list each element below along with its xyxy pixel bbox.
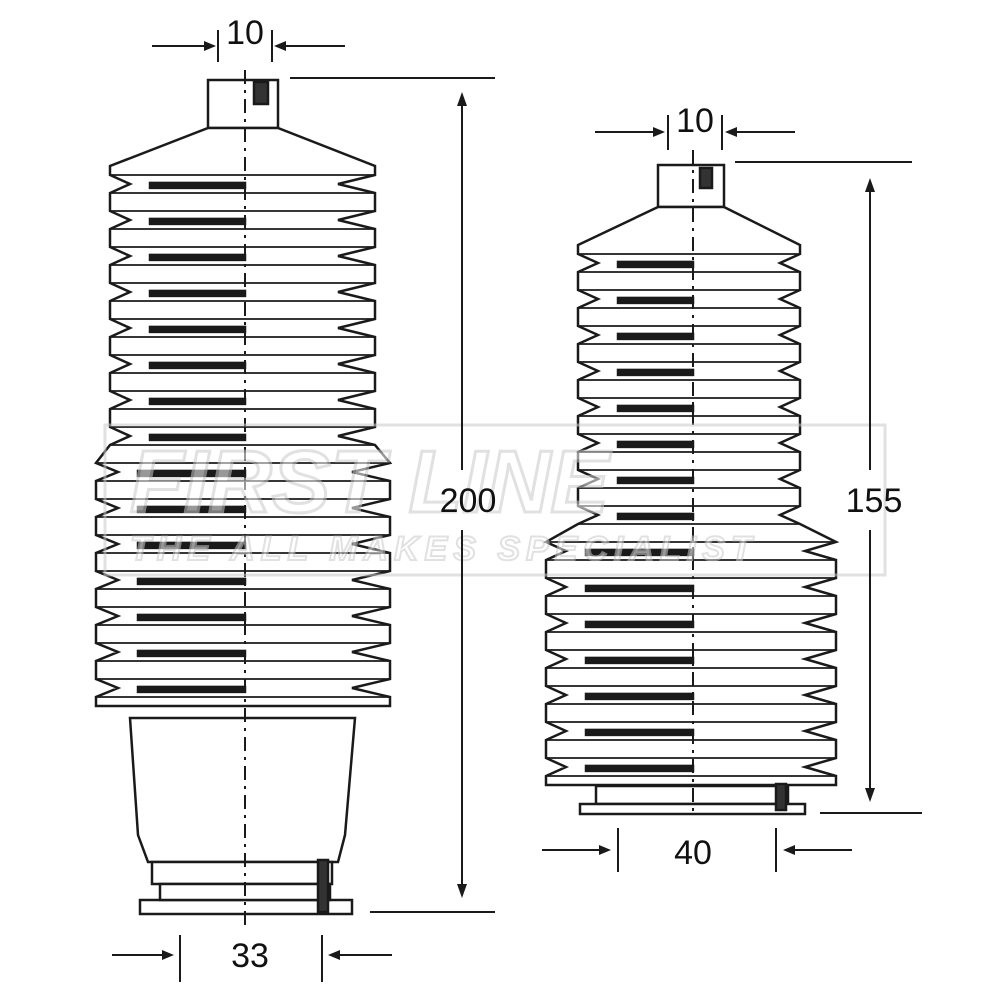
left-boot-sleeve-ring — [150, 860, 334, 886]
rightBellows-fold-lines — [546, 253, 836, 777]
left-top-width-dimension — [152, 30, 345, 62]
left-bottom-width-label: 33 — [231, 937, 269, 975]
right-boot-base-shade — [774, 782, 788, 812]
right-height-dimension — [735, 161, 922, 814]
right-height-label: 155 — [846, 482, 903, 520]
left-top-width-label: 10 — [226, 14, 264, 52]
left-boot-sleeve — [128, 716, 357, 864]
left-height-label: 200 — [440, 482, 497, 520]
left-boot-collar-shade — [252, 80, 270, 106]
right-boot-collar-shade — [698, 166, 714, 190]
right-bottom-width-dimension — [542, 828, 852, 872]
left-bottom-width-dimension — [112, 935, 392, 982]
watermark-tagline: THE ALL MAKES SPECIALIST — [130, 530, 758, 568]
right-top-width-dimension — [595, 115, 795, 150]
right-top-width-label: 10 — [676, 102, 714, 140]
watermark-brand: FIRST LINE — [130, 432, 611, 531]
watermark-frame — [103, 423, 887, 577]
left-boot-base-shade — [316, 858, 330, 914]
watermark: FIRST LINE THE ALL MAKES SPECIALIST — [103, 423, 887, 577]
left-height-dimension — [290, 77, 495, 913]
left-boot — [94, 78, 393, 916]
leftBellows-fold-lines — [96, 174, 390, 698]
right-bottom-width-label: 40 — [674, 834, 712, 872]
right-boot-top-collar — [656, 163, 726, 209]
